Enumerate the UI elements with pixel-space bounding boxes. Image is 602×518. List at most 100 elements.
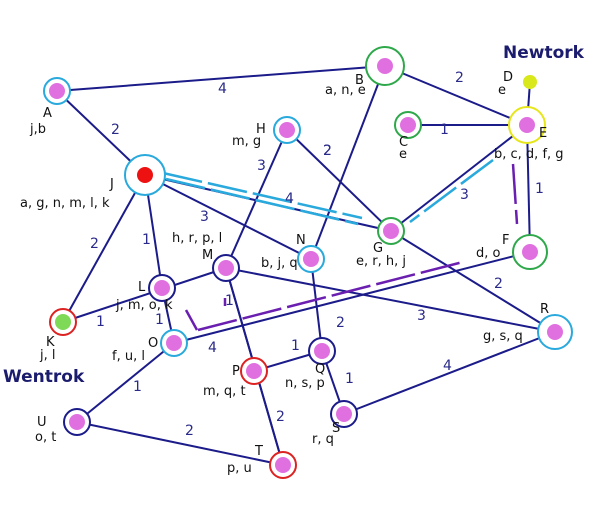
edge-weight-s-r: 4: [443, 358, 452, 374]
highlight-path-j-g-inner: [165, 177, 359, 226]
node-dot-s: [336, 406, 352, 422]
node-dot-q: [314, 343, 330, 359]
node-c[interactable]: [394, 111, 422, 139]
region-label-wentrok: Wentrok: [3, 367, 85, 387]
node-h[interactable]: [273, 116, 301, 144]
node-dot-n: [303, 251, 319, 267]
node-id-r: R: [540, 302, 549, 317]
edge-weight-c-e: 1: [440, 122, 449, 138]
node-o[interactable]: [160, 329, 188, 357]
node-f[interactable]: [512, 234, 548, 270]
edge-weight-j-k: 2: [90, 236, 99, 252]
node-id-c: C: [399, 135, 408, 150]
node-id-j: J: [109, 177, 114, 192]
node-sets-k: j, l: [39, 348, 56, 363]
edge-weight-m-r: 3: [417, 308, 426, 324]
node-sets-q: n, s, p: [285, 376, 325, 391]
edge-k-m: [62, 267, 227, 323]
edge-o-u: [76, 342, 175, 423]
edge-weight-j-g: 4: [285, 191, 294, 207]
node-k[interactable]: [49, 308, 77, 336]
highlight-path-e-f: [511, 163, 519, 225]
node-q[interactable]: [308, 337, 336, 365]
node-sets-l: j, m, o, k: [115, 298, 173, 313]
node-d[interactable]: [523, 75, 537, 89]
highlight-path-e-g: [409, 158, 494, 224]
node-dot-h: [279, 122, 295, 138]
node-dot-f: [522, 244, 538, 260]
node-g[interactable]: [377, 217, 405, 245]
edge-weight-l-o: 1: [155, 312, 164, 328]
node-dot-o: [166, 335, 182, 351]
edge-o-f: [173, 251, 531, 344]
node-id-k: K: [46, 335, 55, 350]
node-id-f: F: [502, 233, 509, 248]
node-e[interactable]: [508, 106, 546, 144]
highlight-path-l-o: [184, 309, 199, 331]
node-sets-d: e: [498, 83, 506, 98]
node-m[interactable]: [212, 254, 240, 282]
node-b[interactable]: [365, 46, 405, 86]
node-r[interactable]: [537, 314, 573, 350]
node-dot-j: [137, 167, 153, 183]
highlight-paths-layer: [162, 158, 519, 332]
edge-n-q: [310, 258, 323, 352]
node-sets-s: r, q: [312, 432, 334, 447]
node-id-s: S: [332, 421, 340, 436]
node-id-h: H: [256, 122, 266, 137]
edge-weight-b-n: 2: [323, 143, 332, 159]
edge-weight-q-s: 1: [345, 371, 354, 387]
edge-weight-g-r: 2: [494, 276, 503, 292]
edge-weight-k-m: 1: [96, 314, 105, 330]
edge-weight-a-b: 4: [218, 81, 227, 97]
edge-s-r: [343, 331, 556, 415]
node-u[interactable]: [63, 408, 91, 436]
node-dot-b: [377, 58, 393, 74]
node-id-b: B: [355, 73, 364, 88]
node-sets-p: m, q, t: [203, 384, 246, 399]
edge-b-e: [384, 65, 528, 126]
node-sets-f: d, o: [476, 246, 501, 261]
node-l[interactable]: [148, 274, 176, 302]
node-id-d: D: [503, 70, 513, 85]
node-id-o: O: [148, 336, 158, 351]
edge-weight-j-n: 3: [200, 209, 209, 225]
edge-weight-h-g: 2: [323, 143, 332, 159]
node-s[interactable]: [330, 400, 358, 428]
node-j[interactable]: [124, 154, 166, 196]
node-sets-h: m, g: [232, 134, 261, 149]
node-sets-r: g, s, q: [483, 329, 523, 344]
node-dot-p: [246, 363, 262, 379]
node-a[interactable]: [43, 77, 71, 105]
edge-weight-o-f: 4: [208, 340, 217, 356]
node-t[interactable]: [269, 451, 297, 479]
node-p[interactable]: [240, 357, 268, 385]
edge-m-r: [225, 267, 556, 333]
node-dot-d: [523, 75, 537, 89]
edge-weight-m-t: 1: [225, 293, 234, 309]
node-dot-t: [275, 457, 291, 473]
edge-weight-e-f: 1: [535, 181, 544, 197]
node-sets-n: b, j, q: [261, 256, 298, 271]
node-id-e: E: [539, 126, 547, 141]
edge-g-r: [390, 230, 556, 333]
node-sets-e: b, c, d, f, g: [494, 147, 564, 162]
node-id-m: M: [202, 248, 213, 263]
edge-j-k: [62, 174, 146, 323]
edge-weight-e-g: 3: [460, 187, 469, 203]
node-dot-m: [218, 260, 234, 276]
node-dot-l: [154, 280, 170, 296]
node-n[interactable]: [297, 245, 325, 273]
node-dot-u: [69, 414, 85, 430]
edge-weight-o-u: 1: [133, 379, 142, 395]
edge-e-f: [526, 124, 531, 253]
edge-h-g: [286, 129, 392, 232]
edge-weight-a-j: 2: [111, 122, 120, 138]
node-id-l: L: [138, 280, 146, 295]
edge-j-n: [144, 174, 312, 260]
edge-weight-p-q: 1: [291, 338, 300, 354]
node-id-u: U: [37, 415, 47, 430]
